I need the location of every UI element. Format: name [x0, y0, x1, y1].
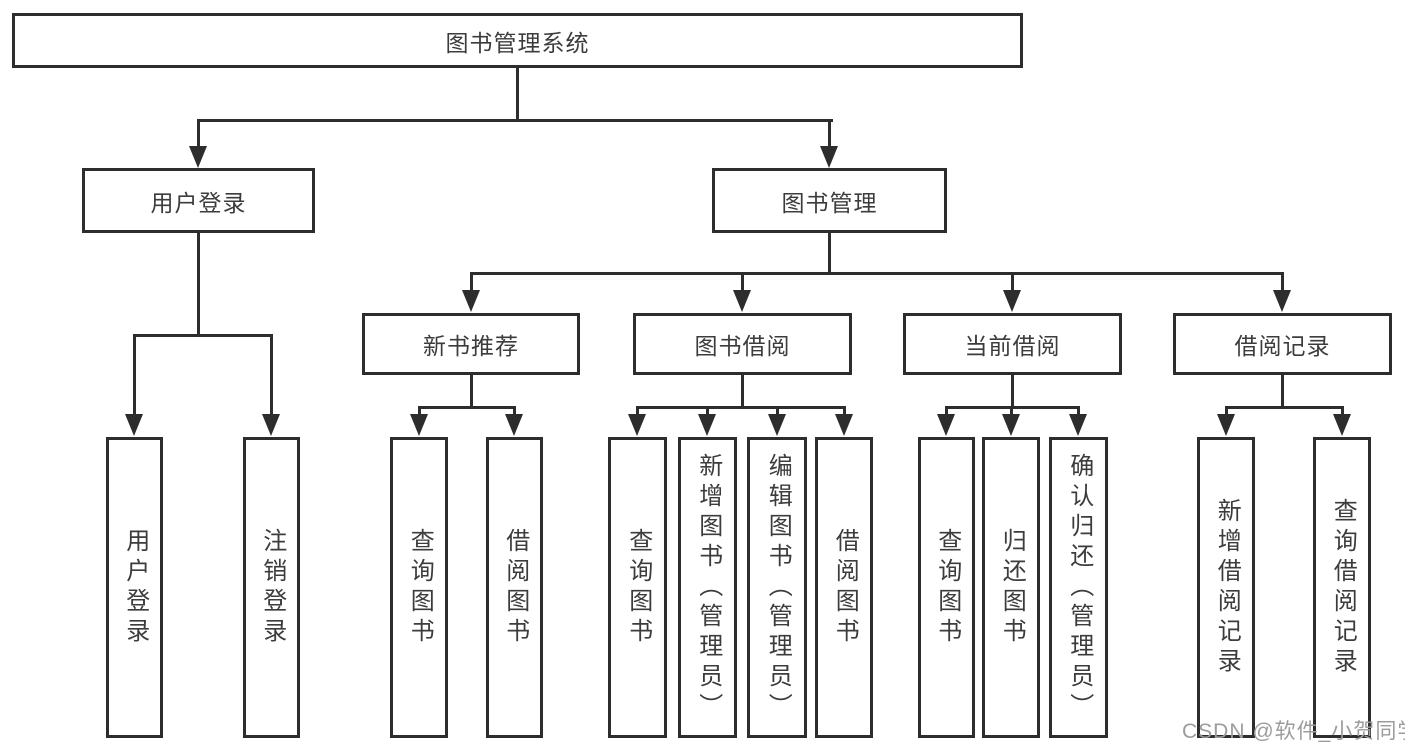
- connector-stub: [636, 406, 639, 416]
- node-leaf-add-borrow-record: 新增借阅记录: [1197, 437, 1255, 738]
- arrow-down-icon: [1002, 414, 1020, 436]
- node-book-management: 图书管理: [712, 168, 947, 233]
- connector-stub: [843, 406, 846, 416]
- node-leaf-query-books-current: 查询图书: [918, 437, 975, 738]
- connector-stub: [1011, 272, 1014, 292]
- node-label: 查询图书: [624, 527, 652, 648]
- node-leaf-query-books-recommend: 查询图书: [390, 437, 448, 738]
- node-leaf-borrow-books: 借阅图书: [815, 437, 873, 738]
- connector-rail: [418, 406, 516, 409]
- connector-stub: [1010, 406, 1013, 416]
- connector-trunk: [1281, 375, 1284, 409]
- arrow-down-icon: [1003, 290, 1021, 312]
- connector-stub: [1341, 406, 1344, 416]
- node-label: 查询图书: [933, 527, 961, 648]
- node-label: 用户登录: [121, 527, 149, 648]
- node-label: 新增图书（管理员）: [694, 452, 722, 723]
- node-leaf-edit-books-admin: 编辑图书（管理员）: [747, 437, 807, 738]
- node-leaf-query-books-borrowing: 查询图书: [608, 437, 667, 738]
- node-label: 当前借阅: [964, 333, 1061, 359]
- arrow-down-icon: [698, 414, 716, 436]
- connector-stub: [470, 272, 473, 292]
- connector-level2-rail: [197, 119, 833, 122]
- arrow-down-icon: [262, 414, 280, 436]
- csdn-watermark: CSDN @软件_小贺同学: [1182, 720, 1405, 743]
- arrow-down-icon: [768, 414, 786, 436]
- node-label: 编辑图书（管理员）: [764, 452, 792, 723]
- connector-stub: [741, 272, 744, 292]
- arrow-down-icon: [835, 414, 853, 436]
- node-label: 借阅图书: [831, 527, 859, 648]
- arrow-down-icon: [1069, 414, 1087, 436]
- node-book-management-system: 图书管理系统: [12, 13, 1023, 68]
- node-new-book-recommend: 新书推荐: [362, 313, 580, 375]
- node-user-login: 用户登录: [82, 168, 315, 233]
- connector-stub: [133, 334, 136, 416]
- connector-stub: [706, 406, 709, 416]
- node-label: 查询图书: [406, 527, 434, 648]
- arrow-down-icon: [189, 146, 207, 168]
- node-label: 确认归还（管理员）: [1065, 452, 1093, 723]
- arrow-down-icon: [462, 290, 480, 312]
- connector-book-management-trunk: [828, 233, 831, 275]
- node-leaf-add-books-admin: 新增图书（管理员）: [678, 437, 737, 738]
- node-leaf-logout: 注销登录: [243, 437, 300, 738]
- node-label: 借阅记录: [1234, 333, 1331, 359]
- node-leaf-user-login: 用户登录: [106, 437, 163, 738]
- node-borrowing-records: 借阅记录: [1173, 313, 1392, 375]
- connector-level3-rail: [470, 272, 1284, 275]
- connector-rail: [1225, 406, 1344, 409]
- connector-trunk: [1011, 375, 1014, 409]
- node-label: 注销登录: [258, 527, 286, 648]
- arrow-down-icon: [1333, 414, 1351, 436]
- arrow-down-icon: [628, 414, 646, 436]
- connector-stub: [776, 406, 779, 416]
- connector-root-trunk: [516, 68, 519, 120]
- arrow-down-icon: [733, 290, 751, 312]
- connector-rail: [636, 406, 846, 409]
- connector-user-login-trunk: [197, 233, 200, 337]
- node-leaf-return-books: 归还图书: [982, 437, 1040, 738]
- node-label: 借阅图书: [501, 527, 529, 648]
- arrow-down-icon: [410, 414, 428, 436]
- connector-stub: [197, 119, 200, 147]
- connector-stub: [1077, 406, 1080, 416]
- node-label: 新书推荐: [423, 333, 519, 359]
- node-label: 图书管理系统: [445, 29, 590, 56]
- arrow-down-icon: [820, 146, 838, 168]
- node-label: 归还图书: [998, 527, 1026, 648]
- connector-trunk: [741, 375, 744, 409]
- connector-trunk: [470, 375, 473, 409]
- arrow-down-icon: [1273, 290, 1291, 312]
- arrow-down-icon: [505, 414, 523, 436]
- arrow-down-icon: [937, 414, 955, 436]
- node-leaf-borrow-books-recommend: 借阅图书: [486, 437, 543, 738]
- node-label: 图书管理: [781, 189, 878, 216]
- connector-stub: [1225, 406, 1228, 416]
- arrow-down-icon: [1217, 414, 1235, 436]
- node-label: 图书借阅: [694, 333, 791, 359]
- connector-stub: [513, 406, 516, 416]
- arrow-down-icon: [125, 414, 143, 436]
- node-label: 查询借阅记录: [1329, 497, 1357, 678]
- connector-stub: [945, 406, 948, 416]
- node-label: 用户登录: [150, 189, 247, 216]
- node-book-borrowing: 图书借阅: [633, 313, 852, 375]
- connector-stub: [418, 406, 421, 416]
- node-current-borrowing: 当前借阅: [903, 313, 1122, 375]
- node-label: 新增借阅记录: [1213, 497, 1241, 678]
- connector-stub: [1281, 272, 1284, 292]
- connector-user-login-rail: [133, 334, 273, 337]
- connector-stub: [270, 334, 273, 416]
- node-leaf-confirm-return-admin: 确认归还（管理员）: [1049, 437, 1108, 738]
- connector-stub: [828, 119, 831, 147]
- node-leaf-query-borrow-record: 查询借阅记录: [1313, 437, 1371, 738]
